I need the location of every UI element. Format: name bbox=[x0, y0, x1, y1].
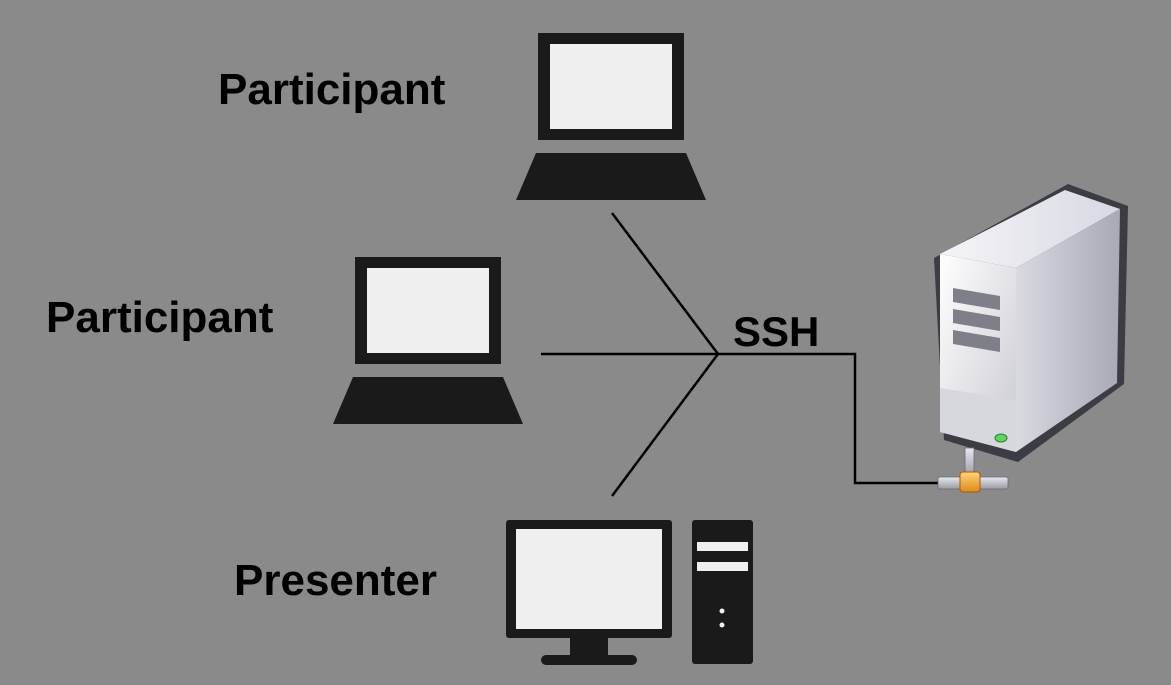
desktop-computer-icon bbox=[506, 520, 753, 665]
laptop-icon bbox=[333, 257, 523, 424]
connection-lines bbox=[541, 212, 940, 497]
ssh-label: SSH bbox=[733, 308, 820, 355]
link-participant-top bbox=[611, 212, 719, 355]
server-icon bbox=[934, 184, 1128, 493]
link-server bbox=[718, 352, 940, 485]
presenter-label: Presenter bbox=[234, 556, 438, 605]
link-presenter bbox=[610, 353, 720, 497]
laptop-icon bbox=[516, 33, 706, 200]
participant-label: Participant bbox=[46, 293, 274, 342]
participant-label: Participant bbox=[218, 65, 446, 114]
